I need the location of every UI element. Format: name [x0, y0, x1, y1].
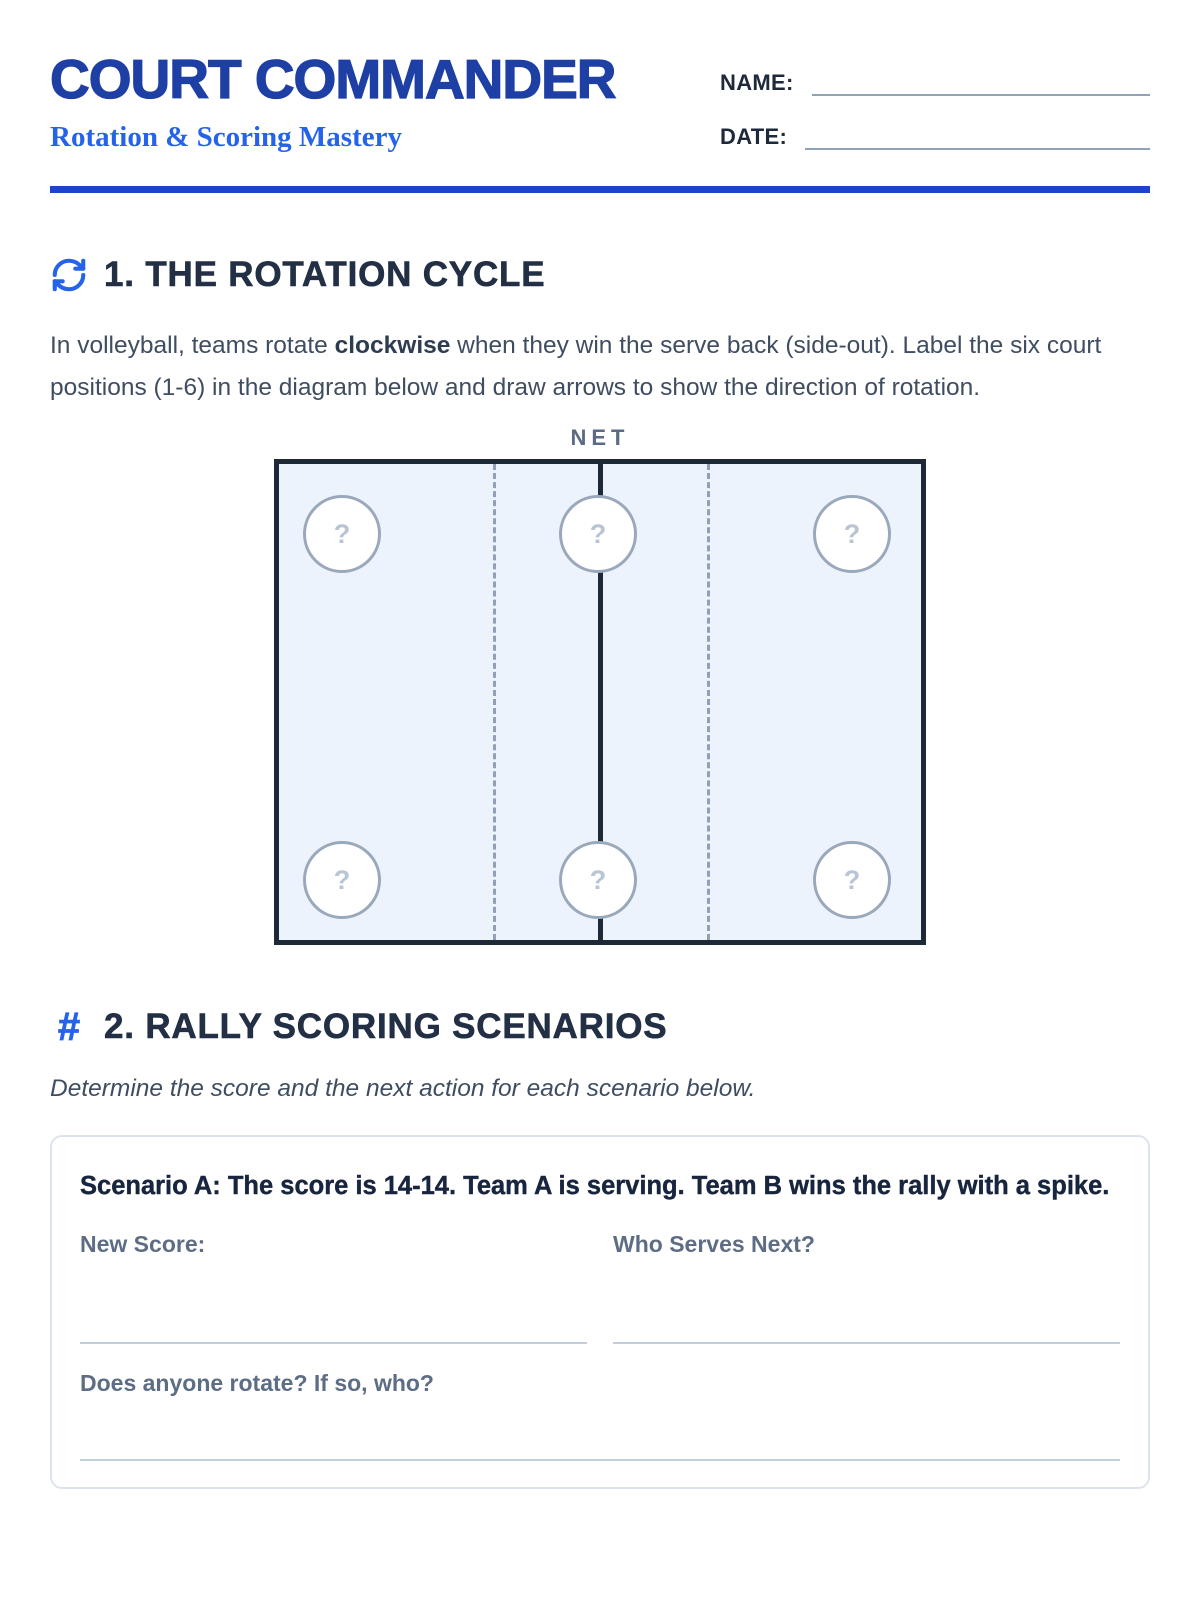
- intro-text-before: In volleyball, teams rotate: [50, 332, 335, 359]
- who-serves-label: Who Serves Next?: [613, 1230, 815, 1257]
- position-circle-5[interactable]: ?: [559, 841, 637, 920]
- rotate-label: Does anyone rotate? If so, who?: [80, 1369, 434, 1396]
- position-circle-1[interactable]: ?: [303, 495, 381, 574]
- name-row: NAME:: [720, 68, 1150, 96]
- position-circle-3[interactable]: ?: [813, 495, 891, 574]
- header: COURT COMMANDER Rotation & Scoring Maste…: [49, 48, 1150, 176]
- name-blank-line[interactable]: [811, 68, 1150, 96]
- intro-bold-word: clockwise: [334, 332, 451, 359]
- hash-glyph: #: [57, 1005, 81, 1050]
- date-row: DATE:: [720, 122, 1150, 150]
- page-subtitle: Rotation & Scoring Mastery: [50, 121, 402, 153]
- section-1-intro: In volleyball, teams rotate clockwise wh…: [50, 325, 1150, 409]
- intro-text-after: when they win the serve back (side-out).…: [50, 332, 1102, 402]
- hash-icon: #: [50, 1005, 88, 1050]
- header-divider: [50, 186, 1150, 193]
- rotate-field: Does anyone rotate? If so, who?: [80, 1370, 1120, 1461]
- student-id-block: NAME: DATE:: [720, 52, 1150, 176]
- brand-block: COURT COMMANDER Rotation & Scoring Maste…: [49, 48, 617, 154]
- net-center-line: [597, 464, 603, 941]
- net-label: NET: [570, 425, 630, 451]
- new-score-label: New Score:: [80, 1230, 206, 1257]
- page-title: COURT COMMANDER: [49, 48, 617, 110]
- rotate-blank-line[interactable]: [80, 1397, 1120, 1461]
- scenario-a-card: Scenario A: The score is 14-14. Team A i…: [50, 1135, 1150, 1489]
- who-serves-blank-line[interactable]: [613, 1258, 1120, 1344]
- section-2-heading: # 2. RALLY SCORING SCENARIOS: [50, 1005, 1150, 1050]
- court-diagram-wrap: ? ? ? ? ? ?: [274, 459, 926, 946]
- volleyball-court-diagram: ? ? ? ? ? ?: [274, 459, 926, 946]
- new-score-blank-line[interactable]: [80, 1258, 587, 1344]
- scenario-a-answer-grid: New Score: Who Serves Next?: [80, 1231, 1120, 1344]
- section-2-instruction: Determine the score and the next action …: [50, 1075, 756, 1103]
- name-label: NAME:: [720, 70, 794, 95]
- date-label: DATE:: [720, 124, 788, 149]
- attack-line-right: [706, 464, 710, 941]
- section-2-title: 2. RALLY SCORING SCENARIOS: [104, 1007, 668, 1047]
- section-1-title: 1. THE ROTATION CYCLE: [104, 255, 546, 295]
- section-1-heading: 1. THE ROTATION CYCLE: [50, 255, 1150, 295]
- date-blank-line[interactable]: [805, 122, 1150, 150]
- position-circle-2[interactable]: ?: [559, 495, 637, 574]
- who-serves-field: Who Serves Next?: [613, 1231, 1120, 1344]
- position-circle-6[interactable]: ?: [813, 841, 891, 920]
- attack-line-left: [492, 464, 496, 941]
- scenario-a-title: Scenario A: The score is 14-14. Team A i…: [80, 1172, 1110, 1201]
- refresh-cycle-icon: [50, 256, 88, 294]
- position-circle-4[interactable]: ?: [303, 841, 381, 920]
- new-score-field: New Score:: [80, 1231, 587, 1344]
